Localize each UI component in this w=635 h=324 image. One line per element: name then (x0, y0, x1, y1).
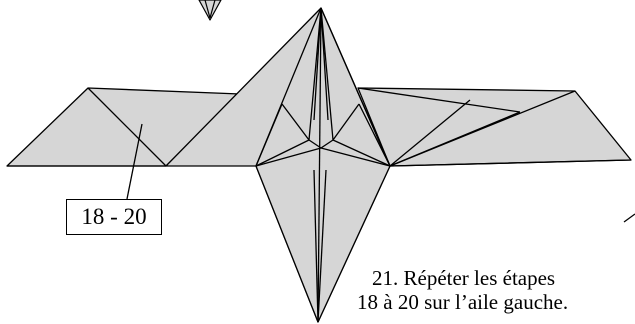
reference-box-label: 18 - 20 (81, 204, 147, 229)
caption-line-2: 18 à 20 sur l’aile gauche. (357, 290, 569, 314)
step-caption: 21. Répéter les étapes 18 à 20 sur l’ail… (357, 266, 635, 314)
right-wing (357, 87, 632, 167)
previous-step-fragment (198, 0, 222, 21)
caption-line-1: 21. Répéter les étapes (372, 266, 556, 290)
reference-box: 18 - 20 (66, 199, 162, 235)
reference-pointer (126, 123, 143, 200)
bird-body (165, 7, 391, 323)
next-step-arrow-fragment (623, 213, 635, 223)
